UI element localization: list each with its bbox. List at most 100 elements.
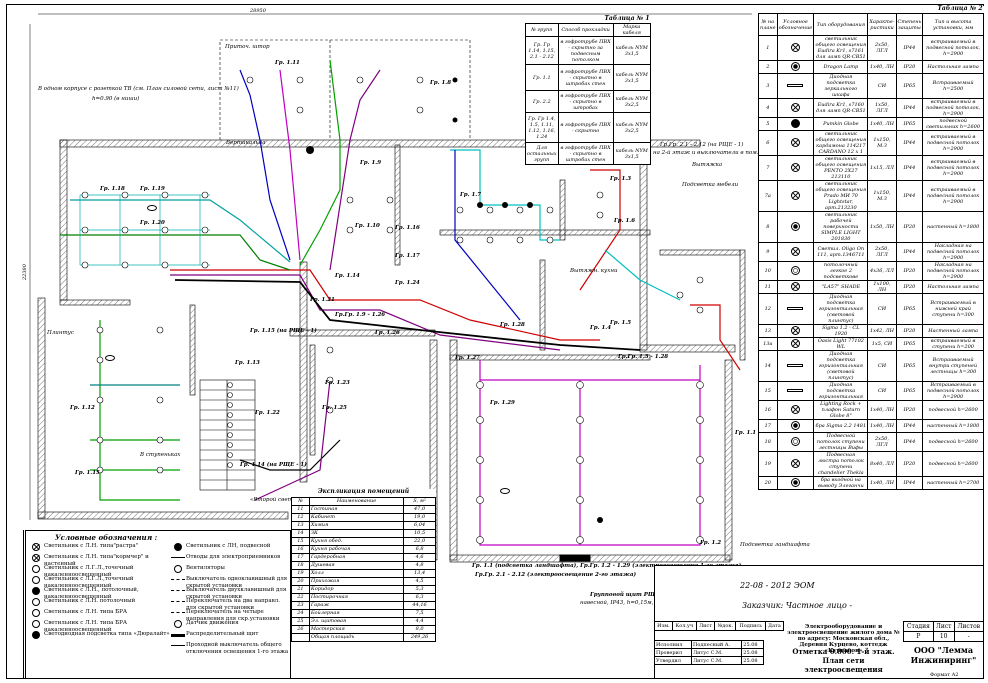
lamp-ip-rating: IP44 xyxy=(895,130,924,156)
lamp-ip-rating: IP20 xyxy=(895,324,924,338)
lamp-symbol xyxy=(776,400,815,420)
legend-text: Светильник с Л.Н. типа"кормчер" и настен… xyxy=(44,554,149,567)
group-cell: Гр. 1.1 xyxy=(525,64,559,91)
legend-text: Светильник с Л.Г.Л.,точечный накаленноос… xyxy=(44,565,134,578)
lamp-ip-rating: IP65 xyxy=(895,381,924,401)
shield-sub: навесной, IP43, h=0,15м, 100 А xyxy=(580,600,672,606)
lamp-mounting: Накладная на подвесной потолок h=2900 xyxy=(922,261,984,281)
plan-label-kitchen-exhaust: Вытяжн. кухни xyxy=(570,268,618,274)
lamp-type: Диодная подсветка горизонтальная (светов… xyxy=(813,350,869,382)
room-name-cell: Гардеробная xyxy=(308,552,405,562)
lamp-ip-rating: IP20 xyxy=(895,60,924,74)
sheet-number: 10 xyxy=(932,631,955,642)
legend-text: Светильник с ЛН, подвесной xyxy=(186,543,271,549)
lamp-number: 9 xyxy=(758,242,778,262)
lamp-number: 11 xyxy=(758,280,778,294)
lamp-ip-rating: IP20 xyxy=(895,451,924,477)
group-note-line-1: Гр. 1.1 (подсветка ландшафта), Гр.Гр. 1.… xyxy=(472,563,744,569)
lamp-type: бра входной на выводу Элеганчи xyxy=(813,476,869,490)
legend-item: Переключатель на два направл. для скрыто… xyxy=(170,598,290,611)
ceiling-light-icon xyxy=(32,543,40,551)
lamp-symbol-icon xyxy=(790,338,800,348)
dimension-lines xyxy=(29,13,752,520)
explication-total-blank xyxy=(291,632,310,642)
walls xyxy=(37,139,746,563)
ceiling-light-icon xyxy=(32,554,40,562)
lamp-type: Диодная подсветка горизонтальная (светов… xyxy=(813,293,869,325)
group-label: Гр. 1.9 xyxy=(360,160,382,166)
cable-runs xyxy=(60,59,741,546)
room-number-cell: 24 xyxy=(291,608,310,618)
lamp-mounting: Встраиваемый внутри ступеней лестницы h=… xyxy=(922,350,984,382)
lamp-mounting: встраиваемый в подвесной потолок, h=2900 xyxy=(922,98,984,118)
group-label: Гр. 1.21 xyxy=(310,297,335,303)
legend-item: Распределительный щит xyxy=(170,631,290,642)
staff-role: Проверил xyxy=(654,648,692,657)
legend-text: Выключатель двухклавишный для скрытой ус… xyxy=(186,587,287,600)
pendant-light-icon xyxy=(32,587,40,595)
lamp-symbol xyxy=(776,293,815,325)
room-number-cell: 18 xyxy=(291,560,310,570)
room-number-cell: 11 xyxy=(291,504,310,514)
switch-icon xyxy=(171,612,185,613)
group-label: Гр. 1.1 xyxy=(735,430,757,436)
lamp-type: потолочный легкое 2 подсветкове xyxy=(813,261,869,281)
lamp-characteristics: 1х150, М.З xyxy=(867,130,897,156)
lamp-number: 16 xyxy=(758,400,778,420)
legend-item: Светильник с Л.Н. типа БРА накаленноосве… xyxy=(28,620,170,633)
room-number-cell: 17 xyxy=(291,552,310,562)
lamp-type: Диодная подсветка горизонтальная xyxy=(813,381,869,401)
legend-text: Отводы для электроприемников xyxy=(186,554,281,560)
staff-role: Утвердил xyxy=(654,656,692,665)
room-area-cell: 6,8 xyxy=(403,544,436,554)
room-area-cell: 22,0 xyxy=(403,536,436,546)
legend-item: Светильник с Л.Н. типа БРА xyxy=(28,609,170,620)
lamp-symbol xyxy=(776,381,815,401)
lamp-table-caption: Таблица № 2 xyxy=(937,5,983,12)
light-fixture-icon xyxy=(174,565,182,573)
plan-label-furniture-light: Подсветка мебели xyxy=(682,182,739,188)
lamp-symbol xyxy=(776,211,815,243)
lamp-type: Светил. Oligo On 111, арт.1346711 xyxy=(813,242,869,262)
group-label: Гр. 1.4 xyxy=(590,325,612,331)
lamp-table-header: Тип и высота установки, мм xyxy=(922,13,984,36)
distribution-board-icon xyxy=(171,634,185,637)
lamp-mounting: настенный h=1800 xyxy=(922,419,984,433)
lamp-symbol-icon xyxy=(790,404,800,414)
room-number-cell: 21 xyxy=(291,584,310,594)
lamp-number: 7 xyxy=(758,155,778,181)
explication-header: Наименование xyxy=(308,496,405,506)
room-number-cell: 16 xyxy=(291,544,310,554)
lamp-symbol-icon xyxy=(787,389,804,392)
lamp-number: 5 xyxy=(758,117,778,131)
group-table-header: № групп xyxy=(525,23,559,37)
lamp-symbol-icon xyxy=(790,61,800,71)
lamp-ip-rating: IP44 xyxy=(895,98,924,118)
explication-title: Экспликация помещений xyxy=(317,488,410,496)
sheet-count: - xyxy=(953,631,985,642)
legend-text: Светильник с Л.Н., потолочный, накаленно… xyxy=(44,587,139,600)
lamp-symbol xyxy=(776,419,815,433)
plan-label-plinth: Плинтус xyxy=(47,330,74,336)
group-label: Гр. 1.11 xyxy=(275,60,300,66)
plan-label-exhaust: Вытяжка xyxy=(692,162,723,168)
lamp-number: 4 xyxy=(758,98,778,118)
stage-head: Лист xyxy=(932,621,955,632)
explication-total-value: 249,26 xyxy=(403,632,436,642)
room-number-cell: 22 xyxy=(291,592,310,602)
lamp-characteristics: 2х50, ЛГЛ xyxy=(867,35,897,61)
cable-line-icon xyxy=(171,645,185,646)
lamp-type: Pumkin Globe xyxy=(813,117,869,131)
room-name-cell: ЗК xyxy=(308,528,405,538)
legend-text: Датчик движения xyxy=(186,620,239,626)
